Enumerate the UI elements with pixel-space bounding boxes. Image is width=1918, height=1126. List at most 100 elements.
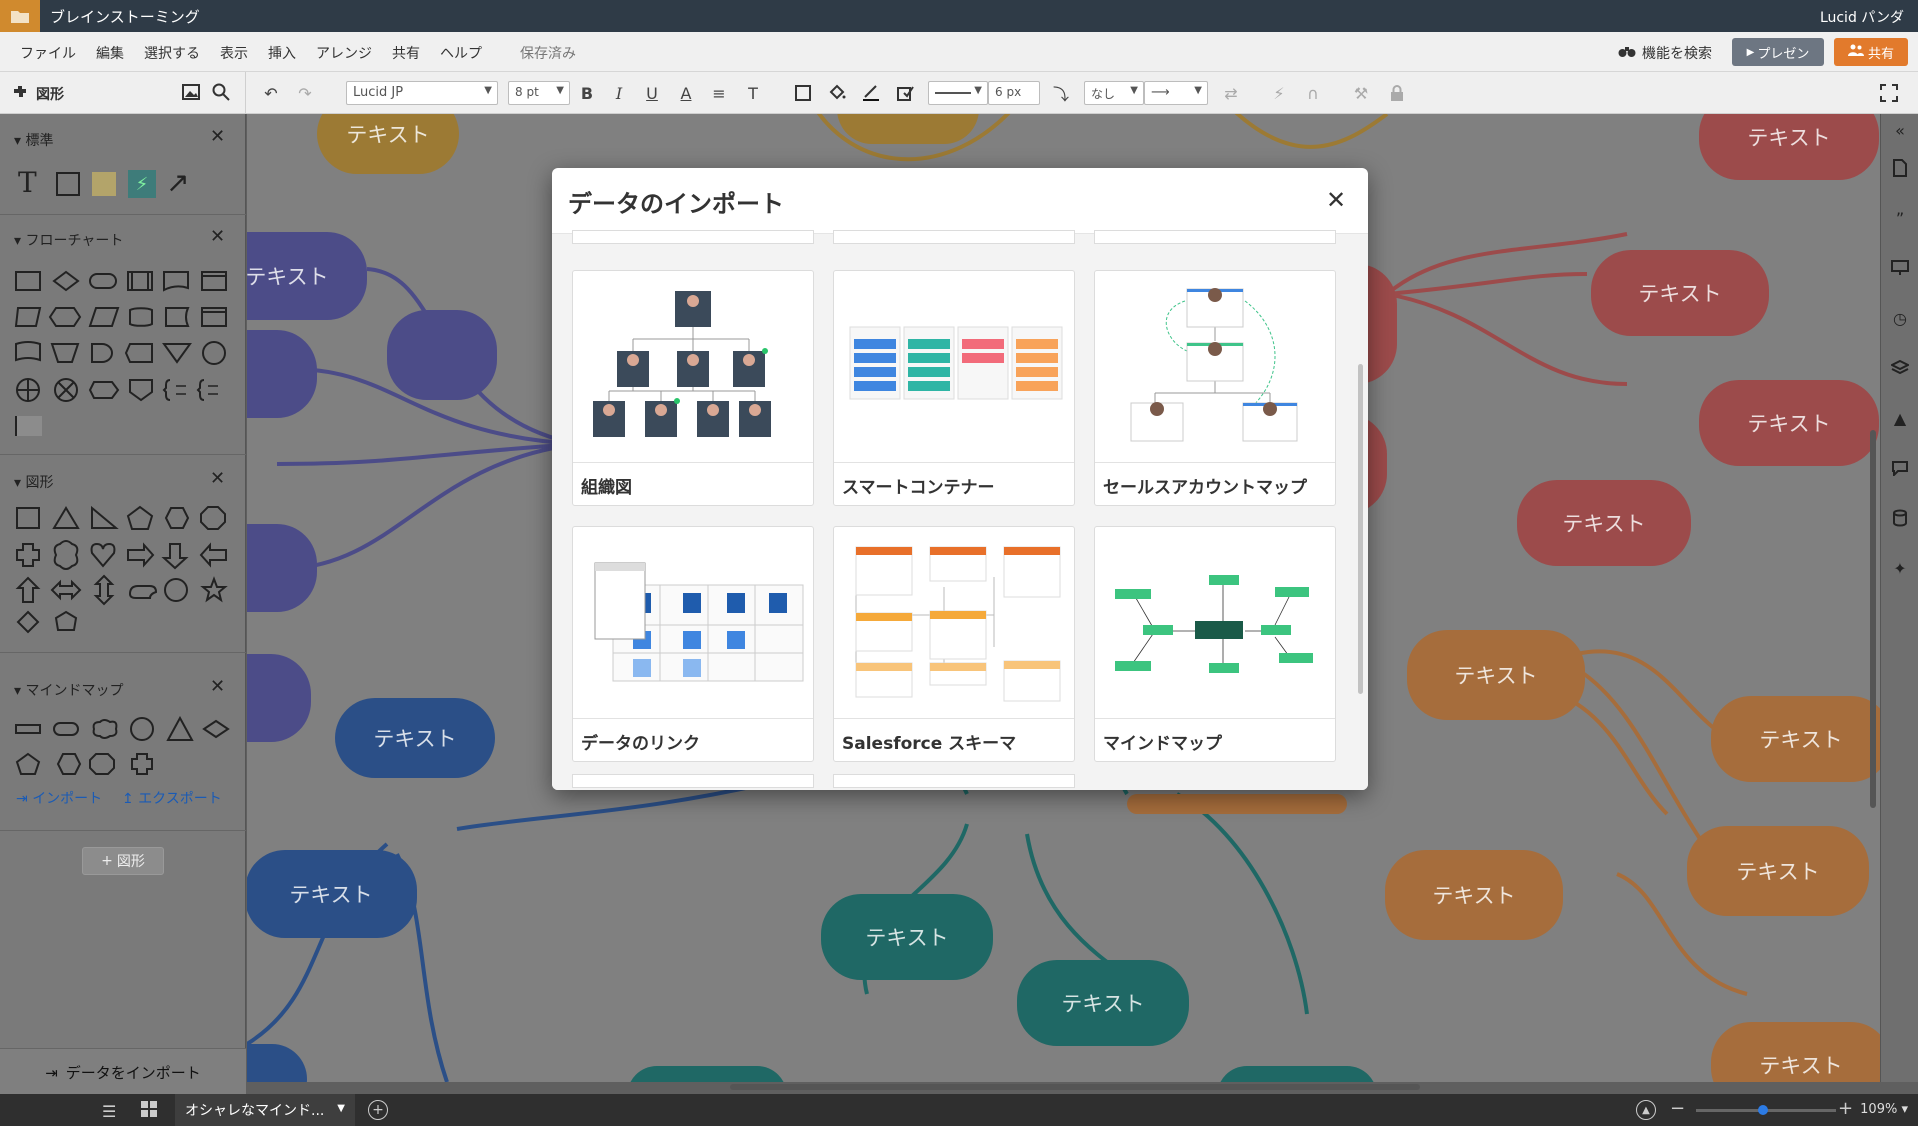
magic-wand-icon[interactable]: ✦ [1893,558,1907,578]
list-view-icon[interactable]: ☰ [102,1102,117,1121]
menu-insert[interactable]: 挿入 [268,46,296,62]
mindmap-node[interactable]: テキスト [821,894,993,980]
font-size-select[interactable]: 8 pt ▼ [508,81,570,105]
mindmap-node[interactable]: テキスト [1687,826,1869,916]
mindmap-node[interactable]: テキスト [1407,630,1585,720]
folder-icon[interactable] [0,0,40,32]
magnet-icon[interactable]: ∩ [1307,83,1319,103]
section-shapes-header[interactable]: ▾ 図形 [14,475,54,491]
template-card-partial[interactable] [572,774,814,788]
section-flowchart-header[interactable]: ▾ フローチャート [14,233,124,249]
mindmap-node[interactable]: テキスト [1017,960,1189,1046]
close-icon[interactable]: ✕ [1326,186,1347,214]
zoom-slider[interactable] [1696,1105,1836,1115]
menu-arrange[interactable]: アレンジ [316,46,372,62]
line-shape-icon[interactable]: ⤵ [1052,85,1069,104]
mindmap-node[interactable]: テキスト [247,850,417,938]
template-card-partial[interactable] [572,230,814,244]
mindmap-node[interactable]: テキスト [1699,114,1879,180]
menu-file[interactable]: ファイル [20,46,76,62]
mindmap-node[interactable]: テキスト [317,114,459,174]
mindmap-node[interactable]: テキスト [1711,696,1880,782]
vertical-scrollbar[interactable] [1870,430,1876,808]
puzzle-icon[interactable] [12,84,28,104]
dialog-scrollbar[interactable] [1358,364,1363,694]
font-family-select[interactable]: Lucid JP ▼ [346,81,498,105]
present-button[interactable]: ▶ プレゼン [1732,38,1824,66]
export-link[interactable]: ↥ エクスポート [122,791,222,807]
action-shape-icon[interactable]: ⚡ [128,170,156,198]
add-page-icon[interactable]: + [368,1100,388,1120]
grid-view-icon[interactable] [140,1100,158,1122]
data-icon[interactable] [1890,508,1910,528]
mindmap-node[interactable]: テキスト [335,698,495,778]
comment-icon[interactable] [1890,458,1910,478]
add-shapes-button[interactable]: + 図形 [82,847,164,875]
mindmap-node[interactable] [627,1066,787,1082]
fullscreen-icon[interactable] [1878,82,1900,104]
mindmap-node[interactable] [837,114,979,144]
line-width-stepper[interactable]: 6 px [988,81,1040,105]
section-standard-header[interactable]: ▾ 標準 [14,133,54,149]
close-icon[interactable]: ✕ [210,226,226,247]
mindmap-node[interactable]: テキスト [1517,480,1691,566]
line-style-select[interactable]: ▼ [928,81,988,105]
share-button[interactable]: 共有 [1834,38,1908,66]
diagram-canvas[interactable]: テキスト テキスト テキスト テキスト テキスト テキスト テキスト テキスト … [247,114,1880,1082]
zoom-out-icon[interactable]: − [1670,1098,1686,1119]
template-card-partial[interactable] [1094,230,1336,244]
mindmap-node[interactable] [247,524,317,612]
swap-arrows-icon[interactable]: ⇄ [1224,83,1238,103]
align-center-icon[interactable]: ≡ [712,83,726,103]
template-card-sales-account-map[interactable]: セールスアカウントマップ [1094,270,1336,506]
underline-icon[interactable]: U [646,83,658,103]
mindmap-node[interactable]: テキスト [247,232,367,320]
document-title[interactable]: ブレインストーミング [50,8,200,26]
close-icon[interactable]: ✕ [210,468,226,489]
search-icon[interactable] [212,83,230,105]
close-icon[interactable]: ✕ [210,676,226,697]
page-tab[interactable]: オシャレなマインド... ▼ [175,1094,355,1126]
template-card-salesforce-schema[interactable]: Salesforce スキーマ [833,526,1075,762]
line-color-icon[interactable] [860,82,882,104]
mindmap-shapes-grid[interactable] [14,716,234,786]
template-card-data-linking[interactable]: データのリンク [572,526,814,762]
presentation-icon[interactable] [1890,258,1910,278]
redo-icon[interactable]: ↷ [298,83,312,103]
mindmap-node[interactable]: テキスト [1385,850,1563,940]
text-shape-icon[interactable]: T [18,166,37,199]
undo-icon[interactable]: ↶ [264,83,278,103]
bold-icon[interactable]: B [580,83,594,103]
mindmap-node[interactable] [1217,1066,1377,1082]
zoom-slider-knob[interactable] [1758,1105,1768,1115]
template-card-mind-map[interactable]: マインドマップ [1094,526,1336,762]
arrow-end-select[interactable]: ⟶ ▼ [1144,81,1208,105]
image-icon[interactable] [182,84,200,104]
italic-icon[interactable]: I [615,83,623,103]
sticky-note-shape[interactable] [92,172,116,196]
rectangle-shape[interactable] [56,172,80,196]
menu-edit[interactable]: 編集 [96,46,124,62]
history-icon[interactable]: ◷ [1893,308,1907,328]
menu-share[interactable]: 共有 [392,46,420,62]
mindmap-node[interactable] [1127,794,1347,814]
zoom-in-icon[interactable]: + [1838,1098,1854,1119]
layers-icon[interactable] [1890,358,1910,378]
fill-color-icon[interactable] [826,82,848,104]
template-card-partial[interactable] [833,230,1075,244]
close-icon[interactable]: ✕ [210,126,226,147]
import-data-button[interactable]: ⇥ データをインポート [0,1048,246,1096]
wrench-icon[interactable]: ⚒ [1353,83,1369,103]
quote-icon[interactable]: ” [1895,208,1905,228]
template-card-smart-containers[interactable]: スマートコンテナー [833,270,1075,506]
user-menu[interactable]: Lucid パンダ [1819,10,1904,26]
template-card-partial[interactable] [833,774,1075,788]
template-card-org-chart[interactable]: 組織図 [572,270,814,506]
find-features-button[interactable]: 機能を検索 [1618,43,1712,63]
shape-border-icon[interactable] [792,82,814,104]
mindmap-node[interactable]: テキスト [1591,250,1769,336]
lightning-icon[interactable]: ⚡ [1273,83,1285,103]
flowchart-shapes-grid[interactable] [14,264,234,414]
fill-icon[interactable]: ▲ [1893,408,1907,428]
collapse-panel-icon[interactable]: « [1895,120,1905,140]
